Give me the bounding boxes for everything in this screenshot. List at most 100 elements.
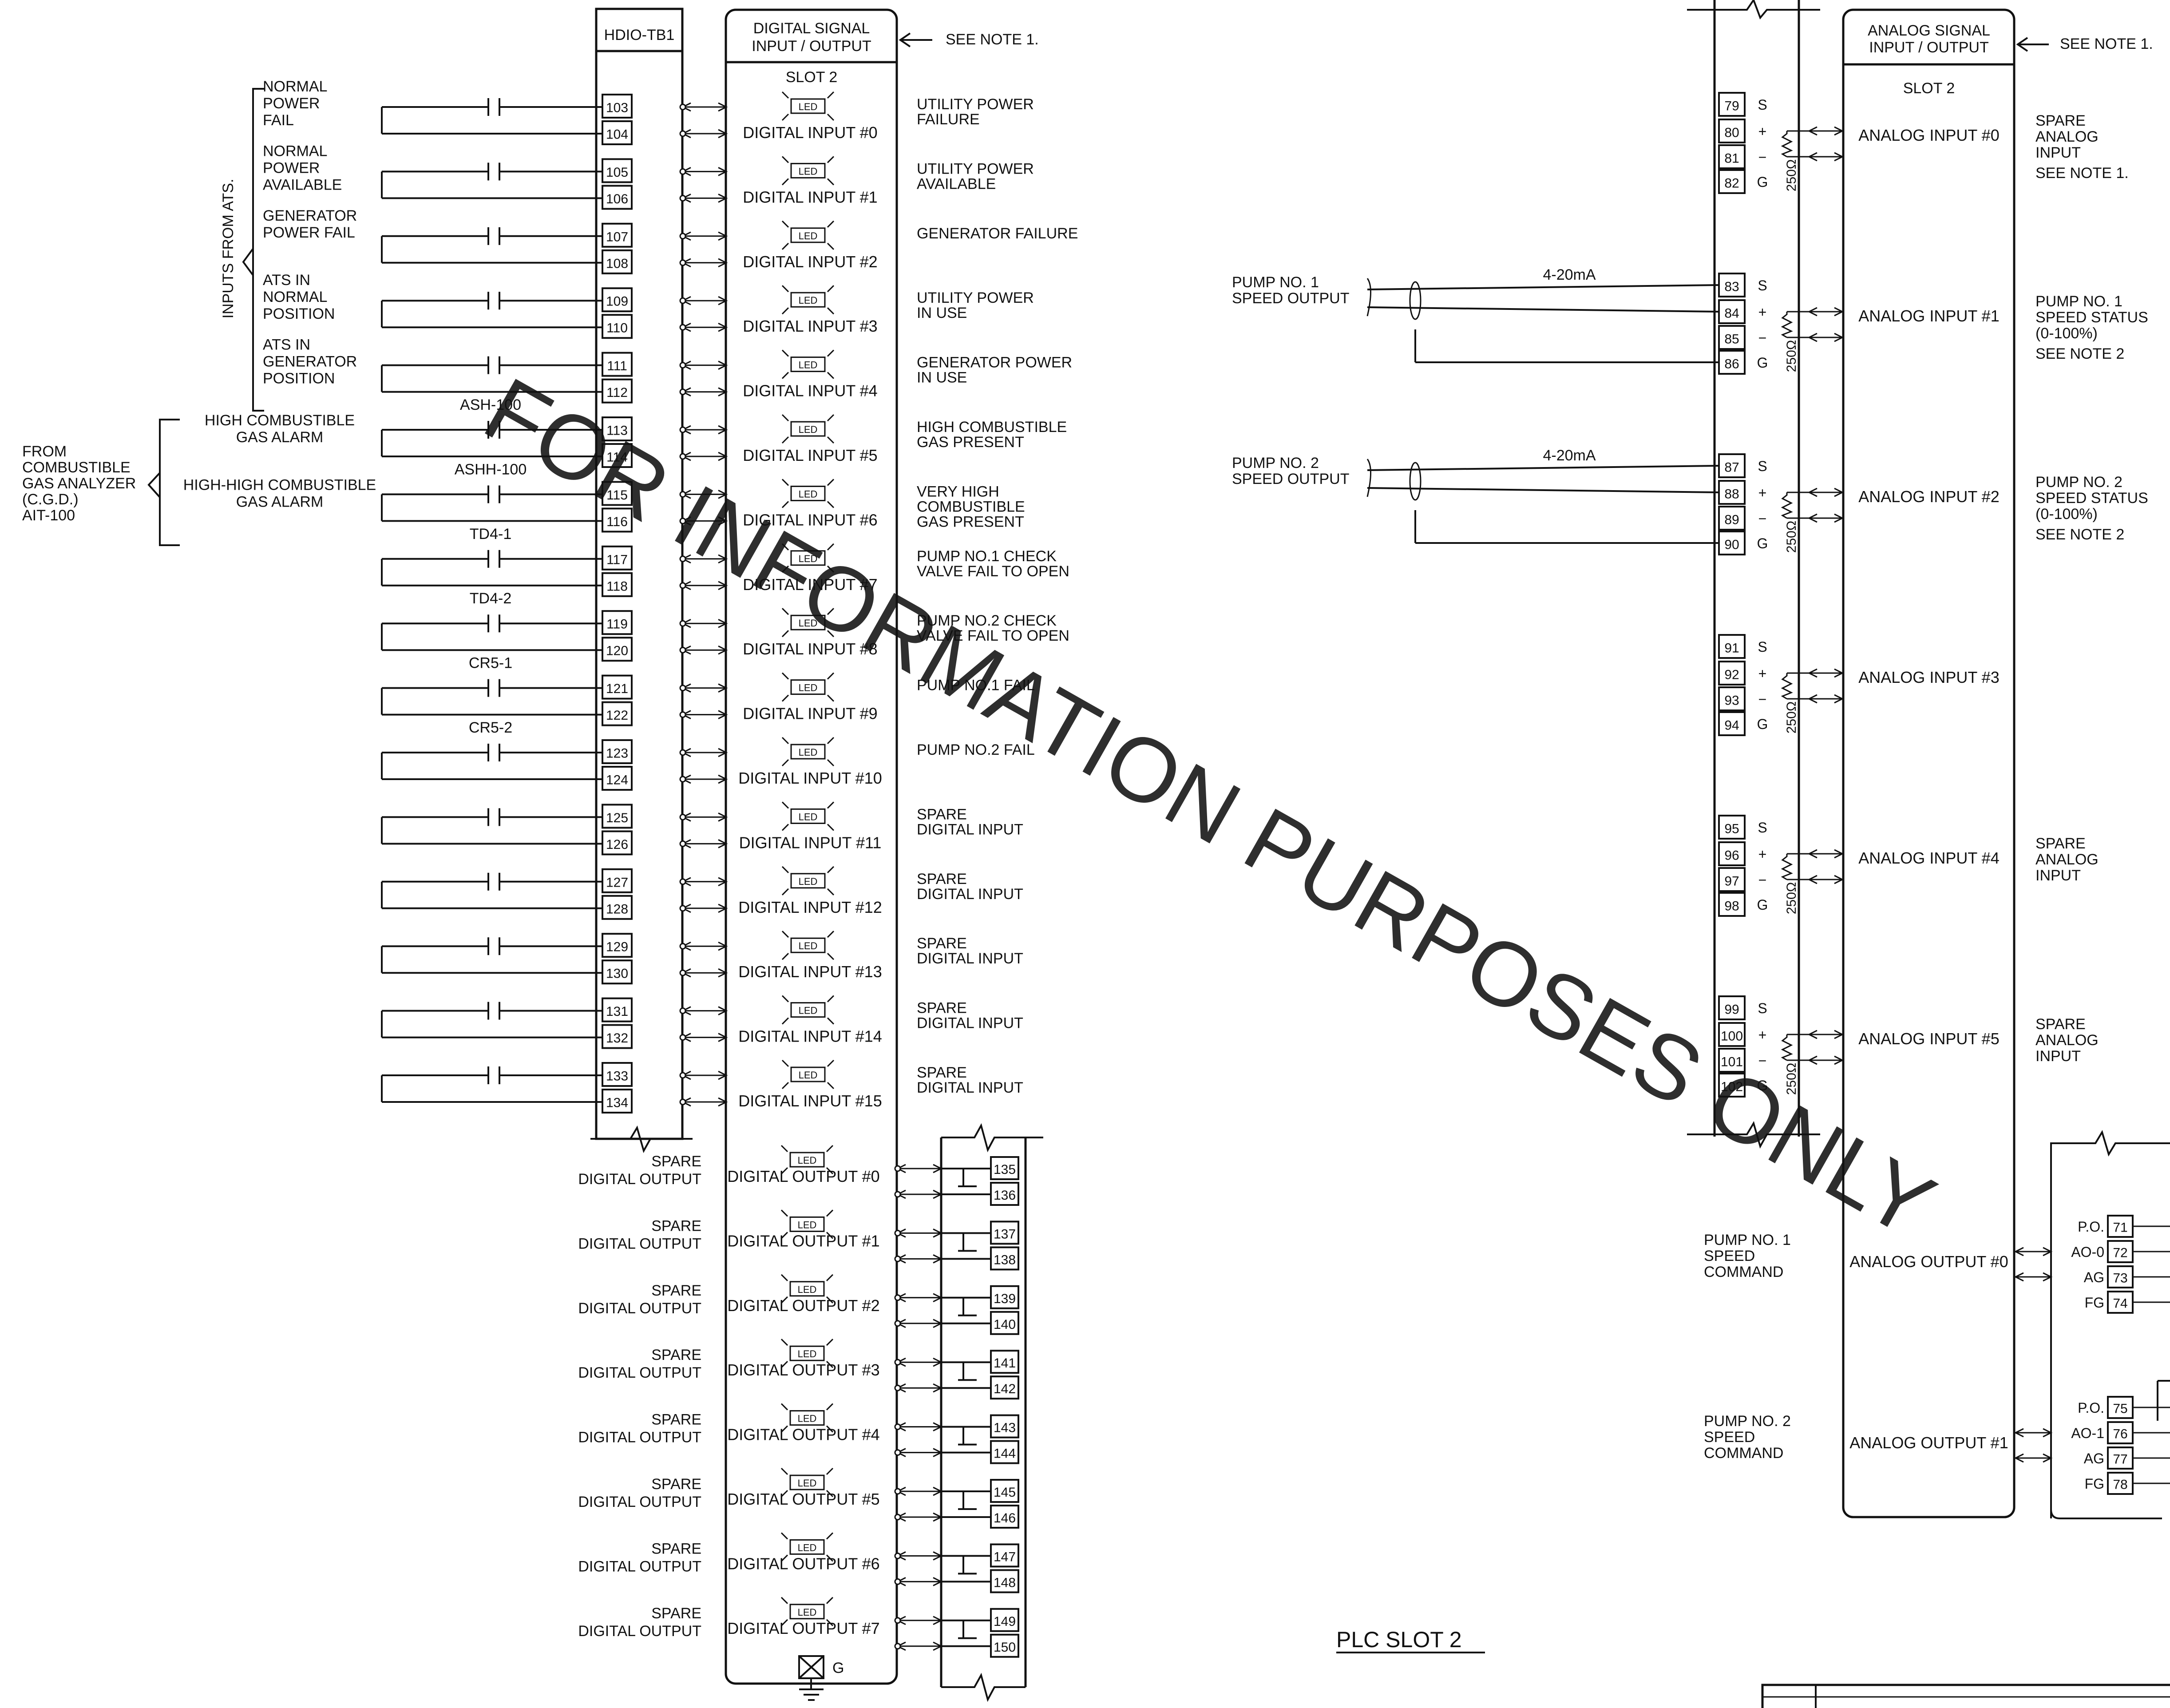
led-indicator <box>790 292 826 308</box>
digital-output-channel: DIGITAL OUTPUT #1 <box>727 1232 879 1250</box>
terminal-number: 134 <box>606 1096 628 1110</box>
arrowhead <box>2043 1453 2053 1463</box>
cable-break <box>1366 278 1371 317</box>
analog-output-channel: ANALOG OUTPUT #0 <box>1849 1252 2008 1271</box>
cable-break <box>1366 459 1371 497</box>
connection-dot <box>894 1552 901 1559</box>
terminal-number: 102 <box>1721 1080 1743 1094</box>
cgd-label-line: FROM <box>22 443 67 460</box>
arrowhead <box>718 554 728 564</box>
connection-dot <box>679 1072 686 1079</box>
connection-dot <box>894 1359 901 1366</box>
led-indicator <box>789 1281 825 1297</box>
analog-input-channel: ANALOG INPUT #0 <box>1858 126 1999 144</box>
led-ray <box>780 1597 788 1604</box>
led-label: LED <box>799 811 818 822</box>
led-ray <box>780 1619 788 1626</box>
arrowhead <box>718 102 728 112</box>
digital-input-description: DIGITAL INPUT <box>917 821 1023 838</box>
arrowhead <box>718 322 728 332</box>
connection-dot <box>679 685 686 692</box>
analog-input-description: INPUT <box>2035 1048 2081 1065</box>
led-ray <box>781 285 789 293</box>
connection-dot <box>679 1034 686 1041</box>
arrowhead <box>1807 668 1818 678</box>
analog-input-channel: ANALOG INPUT #2 <box>1858 487 1999 506</box>
led-ray <box>826 1361 834 1368</box>
led-ray <box>781 824 789 831</box>
terminal-number: 84 <box>1724 306 1739 321</box>
title-block-frame <box>1761 1684 2170 1708</box>
led-ray <box>827 242 835 250</box>
arrowhead <box>718 231 728 241</box>
led-indicator <box>790 357 826 373</box>
analog-output-description: COMMAND <box>1704 1445 1783 1462</box>
led-ray <box>780 1425 788 1433</box>
sheet-title: PLC SLOT 2 <box>1336 1627 1462 1652</box>
arrowhead <box>718 618 728 628</box>
terminal-box <box>1718 867 1746 892</box>
terminal-number: 101 <box>1721 1055 1743 1070</box>
led-ray <box>827 501 835 508</box>
resistor-label: 250Ω <box>1784 882 1799 914</box>
connection-dot <box>894 1384 901 1391</box>
resistor-label: 250Ω <box>1784 521 1799 553</box>
arrowhead <box>2014 1247 2024 1256</box>
terminal-number: 74 <box>2113 1296 2127 1311</box>
terminal-number: 90 <box>1724 538 1739 552</box>
arrowhead <box>1807 126 1818 136</box>
digital-output-description: SPARE <box>651 1153 701 1170</box>
pin-mark: + <box>1758 123 1767 139</box>
led-ray <box>827 737 835 745</box>
led-label: LED <box>799 1070 818 1081</box>
cgd-label-line: AIT-100 <box>22 507 75 524</box>
digital-input-description: VALVE FAIL TO OPEN <box>917 563 1069 580</box>
connection-dot <box>894 1229 901 1236</box>
connection-dot <box>679 297 686 304</box>
connection-dot <box>894 1643 901 1650</box>
analog-input-description: SEE NOTE 2 <box>2035 345 2124 362</box>
pin-mark: S <box>1758 458 1767 474</box>
led-ray <box>780 1274 788 1281</box>
terminal-number: 113 <box>606 424 628 438</box>
connection-dot <box>679 620 686 627</box>
arrowhead <box>1834 307 1844 317</box>
digital-input-description: FAILURE <box>917 111 980 128</box>
digital-output-channel: DIGITAL OUTPUT #3 <box>727 1361 879 1379</box>
digital-output-description: DIGITAL OUTPUT <box>578 1171 701 1188</box>
terminal-number: 129 <box>606 940 628 955</box>
led-ray <box>781 866 789 873</box>
terminal-box <box>1718 119 1746 143</box>
pin-mark: G <box>1757 1078 1768 1094</box>
led-ray <box>781 931 789 938</box>
led-ray <box>826 1554 834 1562</box>
terminal-number: 103 <box>606 101 628 115</box>
arrowhead <box>718 296 728 305</box>
connection-dot <box>679 969 686 976</box>
terminal-number: 112 <box>606 385 628 400</box>
pin-mark: − <box>1758 330 1767 346</box>
digital-input-channel: DIGITAL INPUT #4 <box>743 382 877 400</box>
digital-input-description: PUMP NO.1 FAIL <box>917 677 1035 694</box>
pin-mark: − <box>1758 1053 1767 1069</box>
terminal-number: 149 <box>994 1614 1016 1629</box>
analog-input-channel: ANALOG INPUT #3 <box>1858 668 1999 686</box>
terminal-number: 110 <box>606 321 628 336</box>
led-ray <box>827 608 835 615</box>
led-ray <box>781 156 789 163</box>
pin-mark: S <box>1758 639 1767 655</box>
led-ray <box>826 1339 834 1346</box>
terminal-number: 139 <box>994 1292 1016 1306</box>
signal-cable <box>1367 465 1719 471</box>
led-indicator <box>790 98 826 114</box>
pin-mark: G <box>1757 897 1768 913</box>
